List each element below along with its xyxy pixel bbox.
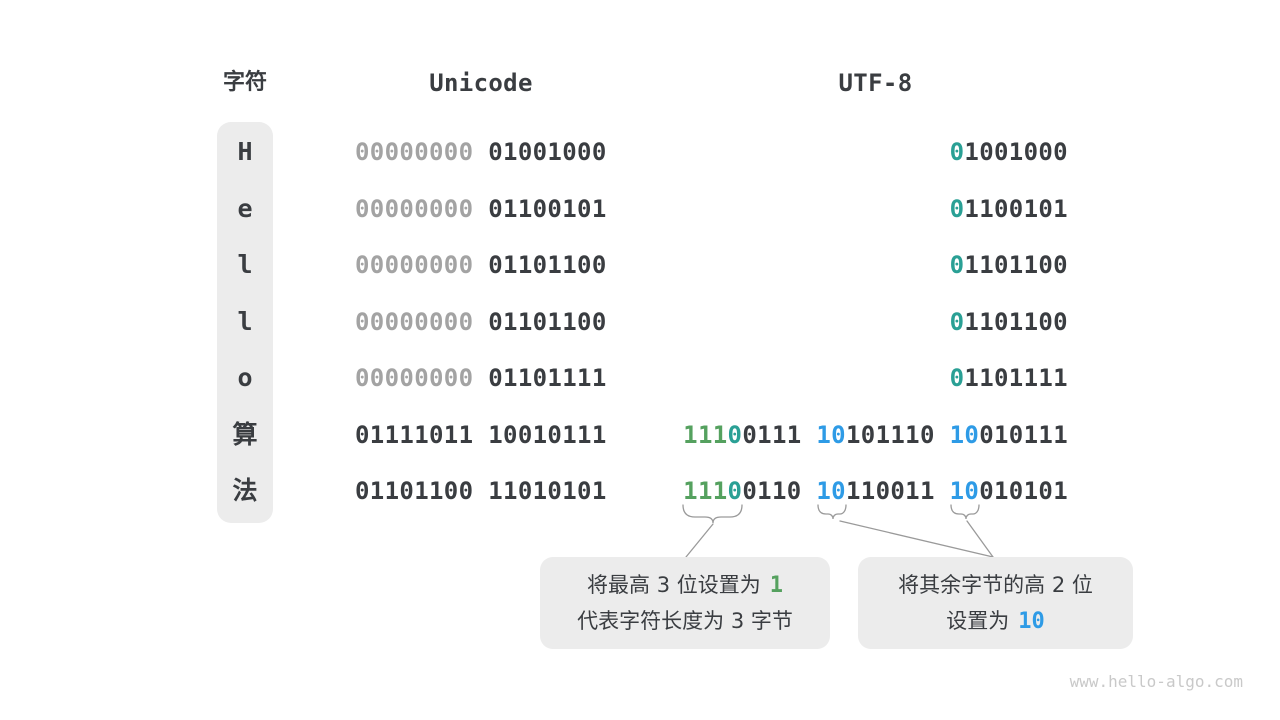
callout-line: 代表字符长度为 3 字节	[540, 603, 830, 639]
bit-segment-dark: 10010111	[488, 420, 607, 449]
utf8-binary: 01100101	[950, 194, 1068, 224]
character-cell: l	[237, 306, 253, 336]
bit-segment-dark: 1001000	[964, 138, 1068, 166]
callout-text: 将其余字节的高 2 位	[898, 573, 1093, 597]
callout-line: 将其余字节的高 2 位	[858, 567, 1133, 603]
unicode-binary: 00000000 01100101	[355, 194, 607, 224]
utf8-binary: 01101100	[950, 307, 1068, 337]
column-header-character: 字符	[222, 70, 267, 95]
callout-line: 将最高 3 位设置为 1	[540, 567, 830, 603]
bit-segment-green: 111	[683, 420, 728, 449]
bit-segment-dark: 01101111	[488, 364, 607, 392]
character-cell: e	[237, 193, 253, 223]
watermark: www.hello-algo.com	[1069, 672, 1243, 691]
bit-segment-dark: 01100101	[488, 194, 607, 223]
bit-segment-dark: 01101100	[488, 307, 607, 336]
utf8-binary: 11100110 10110011 10010101	[683, 476, 1068, 506]
bit-segment-dark: 101110	[845, 420, 935, 449]
bit-segment-dark: 01101100	[355, 477, 474, 505]
column-header-unicode: Unicode	[429, 69, 533, 97]
character-column-background	[217, 122, 273, 523]
bit-segment-dark: 1101111	[964, 364, 1068, 392]
bit-segment-green: 111	[683, 477, 728, 505]
callout-text: 代表字符长度为 3 字节	[577, 609, 793, 633]
character-cell: l	[237, 250, 253, 279]
bit-segment-gray: 00000000	[355, 307, 474, 336]
underbrace-leading-bits	[682, 504, 743, 524]
bit-segment-dark: 010101	[979, 477, 1068, 505]
bit-segment-dark: 0111	[742, 420, 802, 449]
character-cell: 法	[232, 476, 258, 505]
bit-segment-blue: 10	[949, 420, 980, 449]
underbrace-continuation-bits-3	[950, 504, 980, 520]
bit-segment-teal: 0	[727, 477, 743, 505]
connector-line-continuation-3	[966, 520, 994, 558]
bit-segment-teal: 0	[949, 138, 965, 166]
bit-segment-dark: 01111011	[355, 420, 474, 449]
bit-segment-teal: 0	[949, 307, 965, 336]
bit-segment-blue: 10	[816, 420, 846, 449]
highlight-bits-10: 10	[1018, 609, 1045, 634]
unicode-binary: 00000000 01001000	[355, 137, 607, 167]
callout-leading-byte: 将最高 3 位设置为 1 代表字符长度为 3 字节	[540, 557, 830, 649]
character-cell: 算	[232, 419, 258, 449]
bit-segment-teal: 0	[949, 364, 965, 392]
connector-line-leading-byte	[685, 523, 714, 558]
unicode-binary: 00000000 01101100	[355, 307, 607, 337]
column-header-utf8: UTF-8	[838, 69, 913, 97]
utf8-binary: 01101111	[950, 363, 1068, 393]
callout-text: 设置为	[946, 609, 1010, 633]
utf8-binary: 11100111 10101110 10010111	[683, 420, 1068, 450]
utf8-binary: 01001000	[950, 137, 1068, 167]
bit-segment-gray: 00000000	[355, 364, 474, 392]
bit-segment-blue: 10	[949, 477, 980, 505]
bit-segment-dark: 11010101	[488, 477, 607, 505]
callout-line: 设置为 10	[858, 603, 1133, 639]
bit-segment-dark: 01101100	[488, 251, 607, 279]
bit-segment-blue: 10	[816, 477, 846, 505]
character-cell: o	[237, 363, 253, 392]
bit-segment-gray: 00000000	[355, 251, 474, 279]
highlight-bit-1: 1	[769, 573, 783, 598]
callout-text: 将最高 3 位设置为	[587, 573, 761, 597]
unicode-binary: 00000000 01101111	[355, 363, 607, 393]
bit-segment-teal: 0	[949, 251, 965, 279]
bit-segment-teal: 0	[727, 420, 743, 449]
bit-segment-gray: 00000000	[355, 194, 474, 223]
callout-continuation-byte: 将其余字节的高 2 位 设置为 10	[858, 557, 1133, 649]
connector-line-continuation-2	[839, 520, 994, 558]
unicode-binary: 01111011 10010111	[355, 420, 607, 450]
bit-segment-teal: 0	[949, 194, 965, 223]
character-cell: H	[237, 137, 253, 166]
bit-segment-dark: 1100101	[964, 194, 1068, 223]
unicode-binary: 01101100 11010101	[355, 476, 607, 506]
unicode-binary: 00000000 01101100	[355, 250, 607, 280]
bit-segment-dark: 1101100	[964, 307, 1068, 336]
underbrace-continuation-bits-2	[817, 504, 847, 520]
bit-segment-dark: 010111	[979, 420, 1068, 449]
bit-segment-dark: 01001000	[488, 138, 607, 166]
utf8-binary: 01101100	[950, 250, 1068, 280]
bit-segment-dark: 0110	[742, 477, 802, 505]
bit-segment-dark: 1101100	[964, 251, 1068, 279]
bit-segment-gray: 00000000	[355, 138, 474, 166]
bit-segment-dark: 110011	[845, 477, 935, 505]
